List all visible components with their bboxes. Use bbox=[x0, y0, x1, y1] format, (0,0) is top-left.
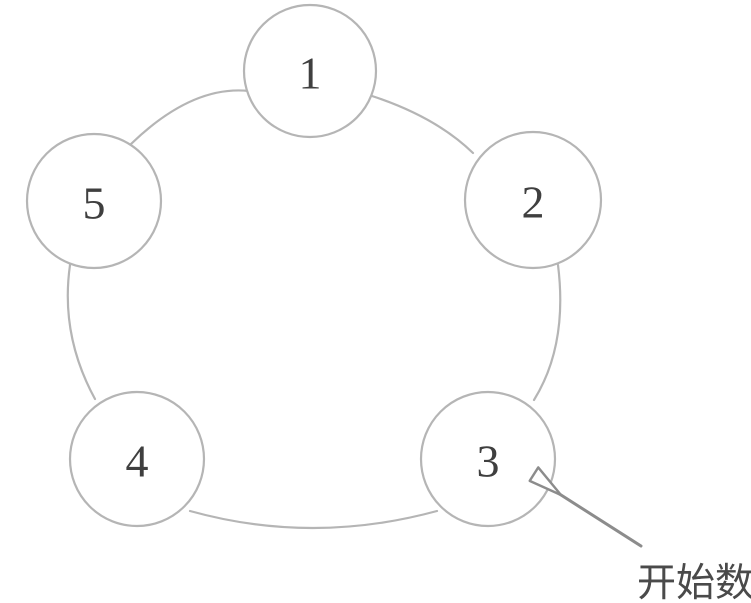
edge-node3-node4 bbox=[188, 509, 439, 530]
start-pointer-label: 开始数 bbox=[637, 561, 751, 603]
node-5-circle[interactable] bbox=[25, 132, 163, 270]
edge-group bbox=[66, 89, 562, 530]
node-2-circle[interactable] bbox=[463, 130, 603, 270]
node-5[interactable]: 5 bbox=[25, 132, 163, 270]
edge-node2-node3 bbox=[532, 263, 562, 402]
node-3-circle[interactable] bbox=[419, 390, 557, 528]
node-4-label: 4 bbox=[126, 436, 149, 487]
edge-node4-node5 bbox=[66, 263, 97, 401]
node-3-label: 3 bbox=[477, 436, 500, 487]
node-1-label: 1 bbox=[299, 48, 322, 99]
node-1-circle[interactable] bbox=[242, 3, 378, 139]
node-1[interactable]: 1 bbox=[242, 3, 378, 139]
node-5-label: 5 bbox=[83, 178, 106, 229]
node-2-label: 2 bbox=[522, 177, 545, 228]
edge-node5-node1 bbox=[129, 89, 251, 146]
node-3[interactable]: 3 bbox=[419, 390, 557, 528]
start-pointer-annotation: 开始数 bbox=[528, 466, 751, 603]
node-4-circle[interactable] bbox=[68, 390, 206, 528]
start-pointer-arrow-head-icon bbox=[528, 466, 563, 497]
edge-node1-node2 bbox=[370, 94, 475, 155]
node-2[interactable]: 2 bbox=[463, 130, 603, 270]
node-4[interactable]: 4 bbox=[68, 390, 206, 528]
